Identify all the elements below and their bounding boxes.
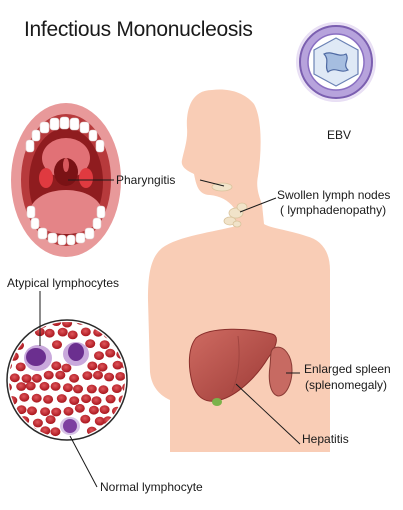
red-blood-cell (9, 322, 13, 327)
red-blood-cell (10, 330, 21, 340)
lymph-nodes-label-line2: ( lymphadenopathy) (280, 203, 387, 217)
red-blood-cell (123, 405, 125, 415)
red-blood-cell (80, 414, 91, 424)
red-blood-cell (13, 322, 24, 326)
red-blood-cell (115, 372, 125, 381)
red-blood-cell (44, 328, 55, 338)
red-blood-cell (87, 361, 98, 371)
body-silhouette (148, 89, 330, 452)
red-blood-cell (97, 362, 108, 372)
red-blood-cell (40, 407, 51, 417)
red-blood-cell (51, 322, 62, 327)
red-blood-cell (91, 396, 102, 405)
normal-lymphocyte (60, 417, 80, 435)
red-blood-cell (88, 405, 99, 415)
ebv-virus-icon (296, 22, 376, 102)
red-blood-cell (62, 322, 73, 328)
red-blood-cell (69, 373, 80, 383)
red-blood-cell (31, 393, 42, 403)
red-blood-cell (99, 340, 110, 349)
red-blood-cell (105, 394, 116, 404)
lymph-nodes-label-line1: Swollen lymph nodes (277, 188, 391, 202)
red-blood-cell (50, 427, 61, 437)
red-blood-cell (94, 351, 104, 360)
blood-smear (6, 319, 128, 441)
liver (188, 328, 277, 406)
red-blood-cell (85, 339, 96, 348)
red-blood-cell (19, 392, 30, 402)
red-blood-cell (50, 382, 61, 391)
red-blood-cell (52, 340, 62, 349)
leader-lines (39, 179, 301, 488)
red-blood-cell (57, 327, 68, 337)
red-blood-cell (45, 415, 56, 424)
red-blood-cell (14, 429, 25, 438)
red-blood-cell (27, 406, 37, 416)
red-blood-cell (67, 330, 78, 340)
red-blood-cell (16, 405, 27, 415)
red-blood-cell (73, 384, 83, 394)
atypical-lymphocyte (24, 345, 52, 371)
ebv-label: EBV (327, 128, 352, 142)
red-blood-cell (115, 417, 125, 427)
red-blood-cell (81, 394, 92, 404)
red-blood-cell (99, 322, 110, 326)
spleen-label-line2: (splenomegaly) (305, 378, 388, 392)
red-blood-cell (86, 384, 97, 394)
red-blood-cell (56, 394, 67, 403)
red-blood-cell (93, 370, 103, 380)
spleen-label-line1: Enlarged spleen (304, 362, 391, 376)
red-blood-cell (26, 322, 37, 327)
pharyngitis-label: Pharyngitis (116, 173, 176, 187)
red-blood-cell (9, 428, 12, 438)
hepatitis-label: Hepatitis (302, 432, 349, 446)
red-blood-cell (74, 403, 85, 413)
red-blood-cell (31, 373, 42, 383)
red-blood-cell (112, 360, 123, 370)
red-blood-cell (121, 428, 125, 438)
red-blood-cell (62, 383, 73, 393)
red-blood-cell (110, 425, 121, 435)
red-blood-cell (32, 418, 43, 428)
lymph-nodes (211, 182, 248, 228)
red-blood-cell (39, 381, 50, 391)
page-title: Infectious Mononucleosis (24, 18, 253, 41)
red-blood-cell (94, 416, 105, 426)
red-blood-cell (9, 341, 12, 351)
red-blood-cell (121, 322, 125, 325)
red-blood-cell (25, 381, 36, 391)
red-blood-cell (116, 328, 125, 337)
red-blood-cell (122, 339, 125, 349)
spleen (268, 346, 293, 397)
red-blood-cell (82, 371, 93, 380)
red-blood-cell (105, 348, 116, 358)
open-mouth-icon (11, 103, 121, 257)
red-blood-cell (63, 406, 74, 416)
red-blood-cell (98, 385, 109, 395)
red-blood-cell (111, 322, 122, 327)
red-blood-cell (69, 396, 80, 405)
red-blood-cell (61, 363, 72, 373)
red-blood-cell (99, 405, 110, 414)
atypical-lymphocytes-label: Atypical lymphocytes (7, 276, 120, 290)
red-blood-cell (51, 407, 62, 417)
red-blood-cell (16, 382, 27, 391)
red-blood-cell (43, 370, 54, 380)
normal-lymphocyte-label: Normal lymphocyte (100, 480, 203, 494)
atypical-lymphocyte (63, 342, 89, 366)
red-blood-cell (80, 327, 91, 337)
red-blood-cell (55, 370, 66, 380)
red-blood-cell (104, 372, 115, 382)
red-blood-cell (9, 407, 13, 417)
red-blood-cell (111, 384, 122, 393)
red-blood-cell (51, 361, 62, 371)
red-blood-cell (43, 395, 54, 404)
red-blood-cell (15, 362, 26, 372)
red-blood-cell (21, 374, 32, 383)
red-blood-cell (10, 417, 21, 427)
red-blood-cell (9, 373, 20, 383)
